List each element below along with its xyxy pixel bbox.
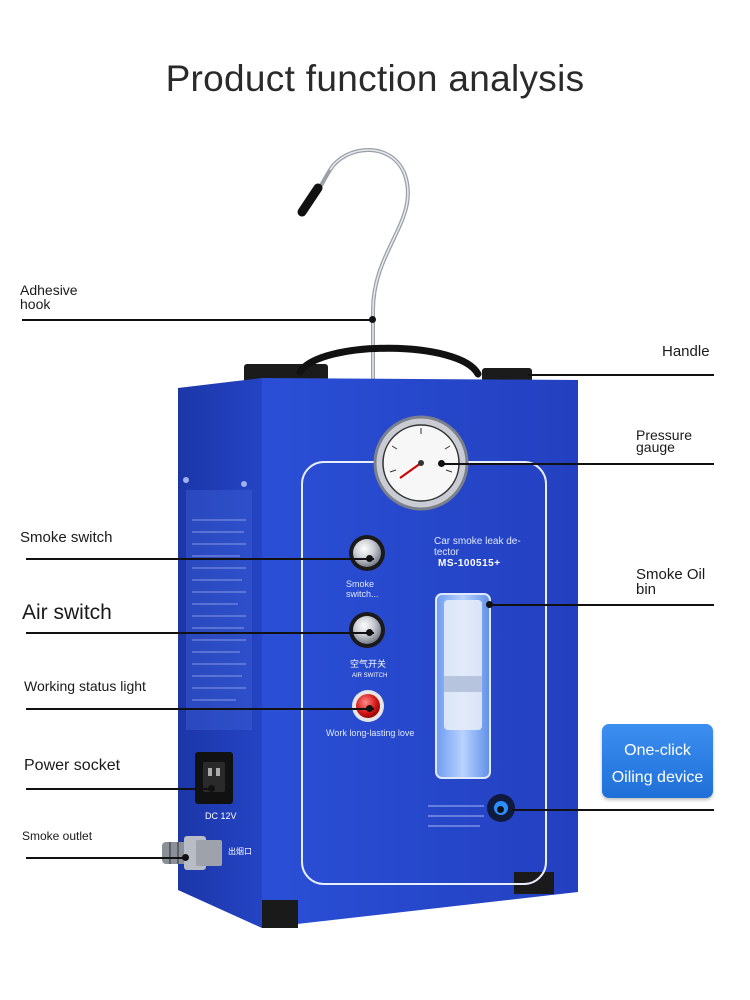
label-pressure-gauge-line-1: Pressure <box>636 427 693 443</box>
callout-dot-oil-bin <box>486 601 493 608</box>
label-power-socket: Power socket <box>24 757 121 774</box>
callout-line-oiling <box>512 809 714 811</box>
callout-line-smoke-switch <box>26 558 374 560</box>
dc-voltage-text: DC 12V <box>205 811 237 821</box>
callout-line-hook <box>22 319 374 321</box>
callout-dot-gauge <box>438 460 445 467</box>
callout-dot-status-light <box>366 705 373 712</box>
label-smoke-outlet: Smoke outlet <box>22 829 93 843</box>
label-air-switch: Air switch <box>22 601 112 624</box>
callout-dot-hook <box>369 316 376 323</box>
badge-line-2: Oiling device <box>611 769 704 786</box>
label-adhesive-hook: Adhesive hook <box>20 283 78 311</box>
air-switch-cn-text: 空气开关 <box>350 659 387 669</box>
label-handle: Handle <box>662 343 710 360</box>
callout-line-oil-bin <box>490 604 714 606</box>
smoke-switch-device-text-2: switch... <box>346 588 379 599</box>
callout-dot-air-switch <box>366 629 373 636</box>
callout-dot-power-socket <box>208 785 215 792</box>
label-smoke-oil-bin-line-2: bin <box>636 581 657 598</box>
callout-line-smoke-outlet <box>26 857 188 859</box>
callout-line-power-socket <box>26 788 214 790</box>
label-pressure-gauge: Pressure gauge <box>636 428 692 454</box>
panel-name-line-2: tector <box>434 547 460 558</box>
callout-dot-smoke-switch <box>366 555 373 562</box>
label-smoke-switch: Smoke switch <box>20 529 113 546</box>
status-light-device-text: Work long-lasting love <box>326 728 415 738</box>
hook-tip <box>297 183 323 217</box>
one-click-oiling-badge: One-click Oiling device <box>602 724 713 798</box>
label-smoke-oil-bin-line-1: Smoke Oil <box>636 566 706 583</box>
callout-line-air-switch <box>26 632 374 634</box>
callout-line-status-light <box>26 708 374 710</box>
air-switch-en-text: AIR SWITCH <box>352 673 388 679</box>
model-number: MS-100515+ <box>438 558 501 569</box>
smoke-switch-device-text: Smoke switch... <box>346 579 379 600</box>
callout-dot-smoke-outlet <box>182 854 189 861</box>
page-title: Product function analysis <box>165 58 585 99</box>
smoke-switch-device-text-1: Smoke <box>346 579 375 589</box>
label-adhesive-hook-line-1: Adhesive <box>20 282 78 298</box>
label-smoke-oil-bin: Smoke Oil bin <box>636 567 705 597</box>
callout-line-gauge <box>442 463 714 465</box>
label-pressure-gauge-line-2: gauge <box>636 439 675 455</box>
outlet-device-text: 出烟口 <box>228 847 252 856</box>
label-adhesive-hook-line-2: hook <box>20 296 51 312</box>
panel-name-text: Car smoke leak de- tector <box>434 536 521 558</box>
badge-line-1: One-click <box>624 742 691 759</box>
panel-name-line-1: Car smoke leak de- <box>434 536 521 547</box>
label-working-status-light: Working status light <box>24 678 146 694</box>
callout-dot-oiling <box>497 806 504 813</box>
callout-line-handle <box>528 374 714 376</box>
